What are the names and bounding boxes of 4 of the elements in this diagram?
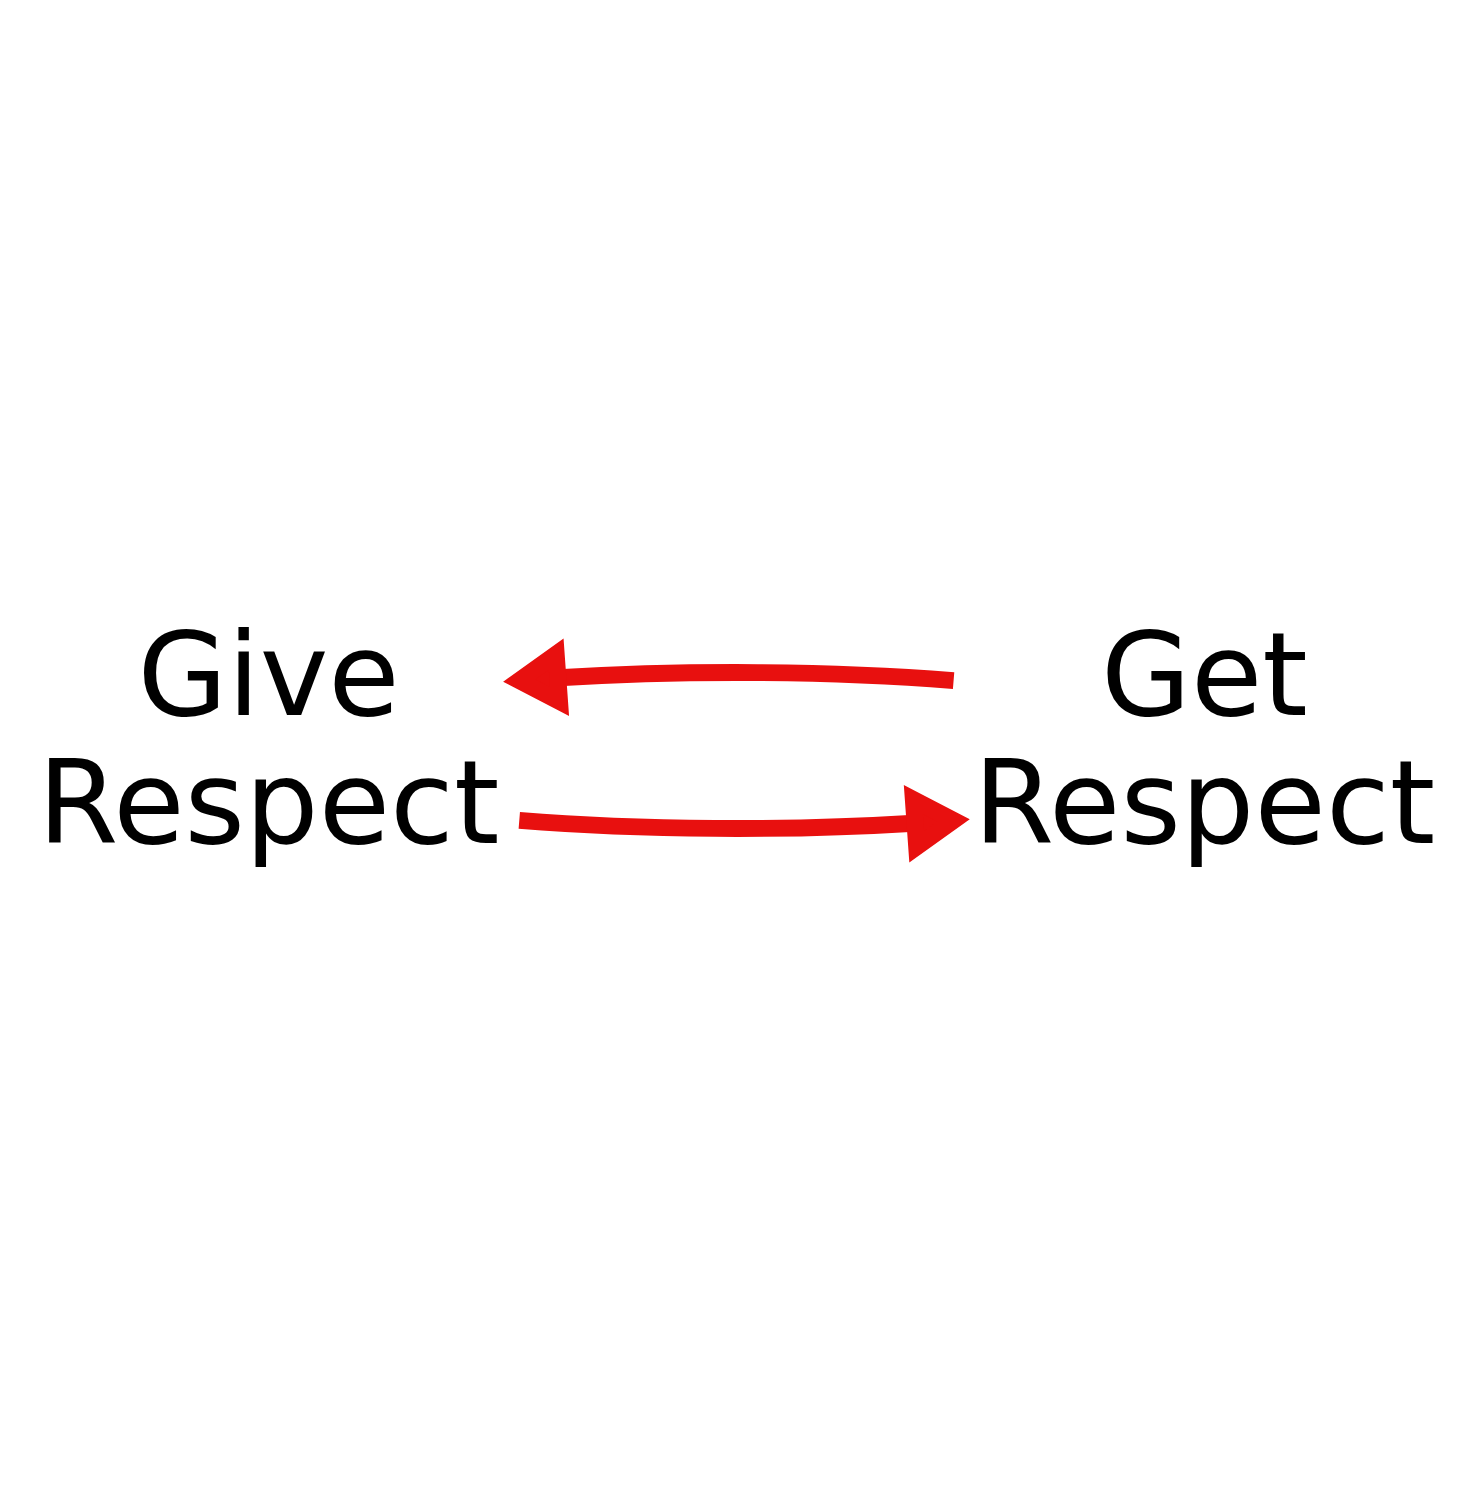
node-text: Give Respect xyxy=(37,606,500,870)
arrow xyxy=(503,638,955,716)
node-text: Get Respect xyxy=(973,606,1436,870)
arrow xyxy=(518,784,970,862)
